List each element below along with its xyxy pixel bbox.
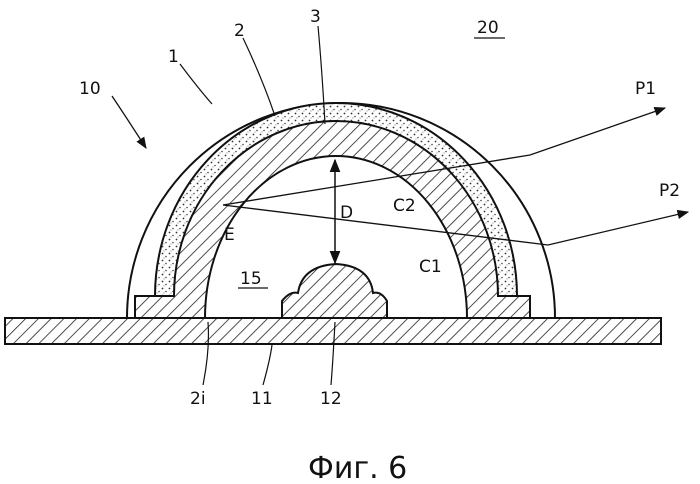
leader-10	[112, 96, 146, 148]
label-inner-surface-2i: 2i	[190, 389, 206, 409]
label-layer-2: 2	[234, 21, 245, 41]
label-ray-p2: P2	[659, 181, 680, 201]
label-chip-12: 12	[320, 389, 342, 409]
figure-caption: Фиг. 6	[308, 451, 407, 484]
label-layer-1: 1	[168, 47, 179, 67]
label-layer-3: 3	[310, 7, 321, 27]
label-device-10: 10	[79, 79, 101, 99]
substrate-plate	[5, 318, 661, 344]
leader-1	[180, 64, 212, 104]
label-inner-space-15: 15	[240, 269, 262, 289]
leader-11	[263, 345, 272, 385]
label-substrate-11: 11	[251, 389, 273, 409]
label-distance-d: D	[340, 203, 353, 223]
label-region-20: 20	[477, 18, 499, 38]
label-curve-c2: C2	[393, 196, 416, 216]
leader-2	[243, 38, 275, 116]
label-ray-p1: P1	[635, 79, 656, 99]
label-point-e: E	[224, 225, 235, 245]
label-curve-c1: C1	[419, 257, 442, 277]
